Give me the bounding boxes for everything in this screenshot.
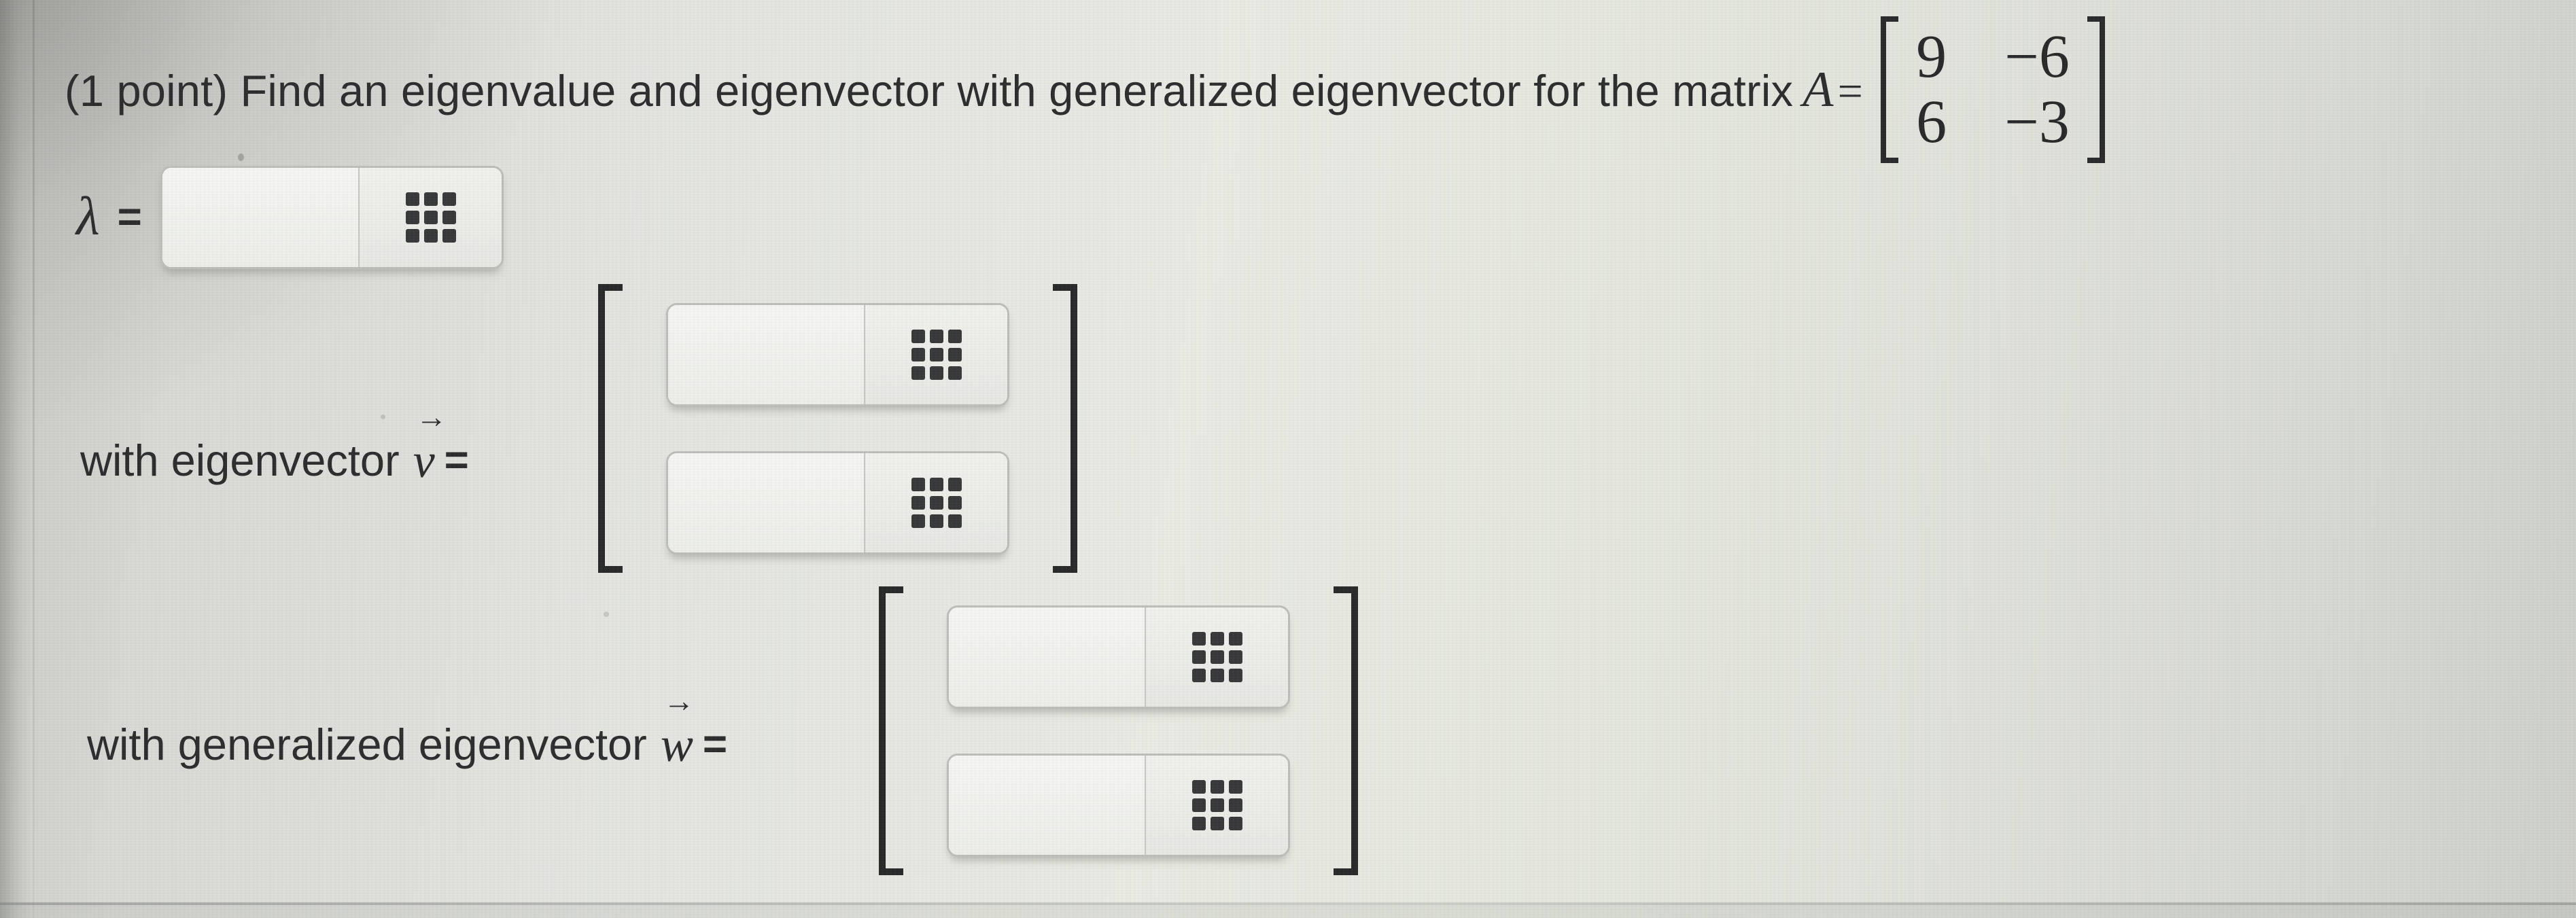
- generalized-eigenvector-label-row: with generalized eigenvector →w =: [87, 685, 729, 772]
- right-bracket-icon: [2087, 16, 2105, 163]
- equals-sign: =: [117, 194, 143, 241]
- grid-icon: [1191, 779, 1242, 830]
- vector-arrow-icon: →: [415, 398, 447, 434]
- lambda-input-wrap: [162, 167, 359, 267]
- generalized-entry-1-box: [947, 605, 1290, 709]
- generalized-entry-1-wrap: [949, 607, 1145, 707]
- equation-editor-button[interactable]: [1145, 755, 1288, 855]
- eigenvector-label: with eigenvector: [80, 436, 400, 485]
- eigenvector-entries: [623, 284, 1053, 573]
- problem-statement-row: (1 point) Find an eigenvalue and eigenve…: [65, 4, 2105, 175]
- problem-statement: (1 point) Find an eigenvalue and eigenve…: [65, 61, 1863, 119]
- dust-speck: [604, 612, 609, 617]
- eigenvector-entry-1-input[interactable]: [668, 304, 865, 404]
- left-bracket-icon: [1881, 16, 1899, 163]
- equals-sign: =: [1837, 66, 1864, 116]
- generalized-eigenvector-label: with generalized eigenvector: [87, 720, 647, 769]
- generalized-entry-1-input[interactable]: [949, 607, 1145, 707]
- equation-editor-button[interactable]: [1145, 607, 1288, 707]
- equation-editor-button[interactable]: [864, 453, 1007, 552]
- equation-editor-button[interactable]: [358, 167, 502, 267]
- eigenvector-entry-2-wrap: [668, 453, 865, 552]
- w-symbol: w: [660, 717, 693, 772]
- vector-v-symbol: →v: [413, 401, 447, 488]
- vector-arrow-icon: →: [663, 682, 695, 718]
- matrix-cell-r2c1: 6: [1916, 88, 1947, 156]
- matrix-cell-r1c2: −6: [2004, 22, 2070, 90]
- generalized-eigenvector-w-vector: [879, 586, 1358, 875]
- generalized-eigenvector-entries: [903, 586, 1334, 875]
- grid-icon: [405, 192, 456, 243]
- eigenvector-entry-2-input[interactable]: [668, 453, 865, 552]
- eigenvector-entry-2-box: [666, 451, 1009, 554]
- generalized-entry-2-box: [947, 753, 1290, 857]
- matrix-cell-r2c2: −3: [2004, 88, 2070, 156]
- eigenvector-v-vector: [598, 284, 1077, 573]
- left-bracket-icon: [598, 284, 623, 573]
- page-left-edge: [0, 0, 31, 918]
- v-symbol: v: [413, 433, 435, 488]
- matrix-A: 9 −6 6 −3: [1881, 16, 2105, 163]
- grid-icon: [911, 329, 962, 380]
- grid-icon: [1191, 631, 1242, 682]
- equation-editor-button[interactable]: [864, 304, 1007, 404]
- eigenvector-label-row: with eigenvector →v =: [80, 401, 470, 488]
- matrix-symbol: A: [1803, 61, 1834, 118]
- right-bracket-icon: [1053, 284, 1077, 573]
- grid-icon: [911, 477, 962, 528]
- equals-sign: =: [444, 437, 470, 484]
- right-bracket-icon: [1334, 586, 1358, 875]
- generalized-entry-2-input[interactable]: [949, 755, 1145, 855]
- generalized-entry-2-wrap: [949, 755, 1145, 855]
- vector-w-symbol: →w: [660, 685, 695, 772]
- bottom-divider-line: [0, 902, 2576, 905]
- bottom-strip: [0, 905, 2576, 918]
- eigenvector-entry-1-wrap: [668, 304, 865, 404]
- dust-speck: [238, 154, 244, 161]
- matrix-cell-r1c1: 9: [1916, 22, 1947, 90]
- eigenvector-entry-1-box: [666, 302, 1009, 406]
- problem-text: (1 point) Find an eigenvalue and eigenve…: [65, 65, 1794, 116]
- equals-sign: =: [702, 721, 729, 768]
- lambda-input[interactable]: [162, 167, 359, 267]
- lambda-answer-box: [160, 165, 504, 269]
- content-border-line: [33, 0, 35, 918]
- dust-speck: [381, 414, 385, 419]
- lambda-symbol: λ: [76, 187, 100, 247]
- lambda-answer-row: λ =: [76, 164, 504, 270]
- left-bracket-icon: [879, 586, 903, 875]
- matrix-entries: 9 −6 6 −3: [1898, 16, 2087, 163]
